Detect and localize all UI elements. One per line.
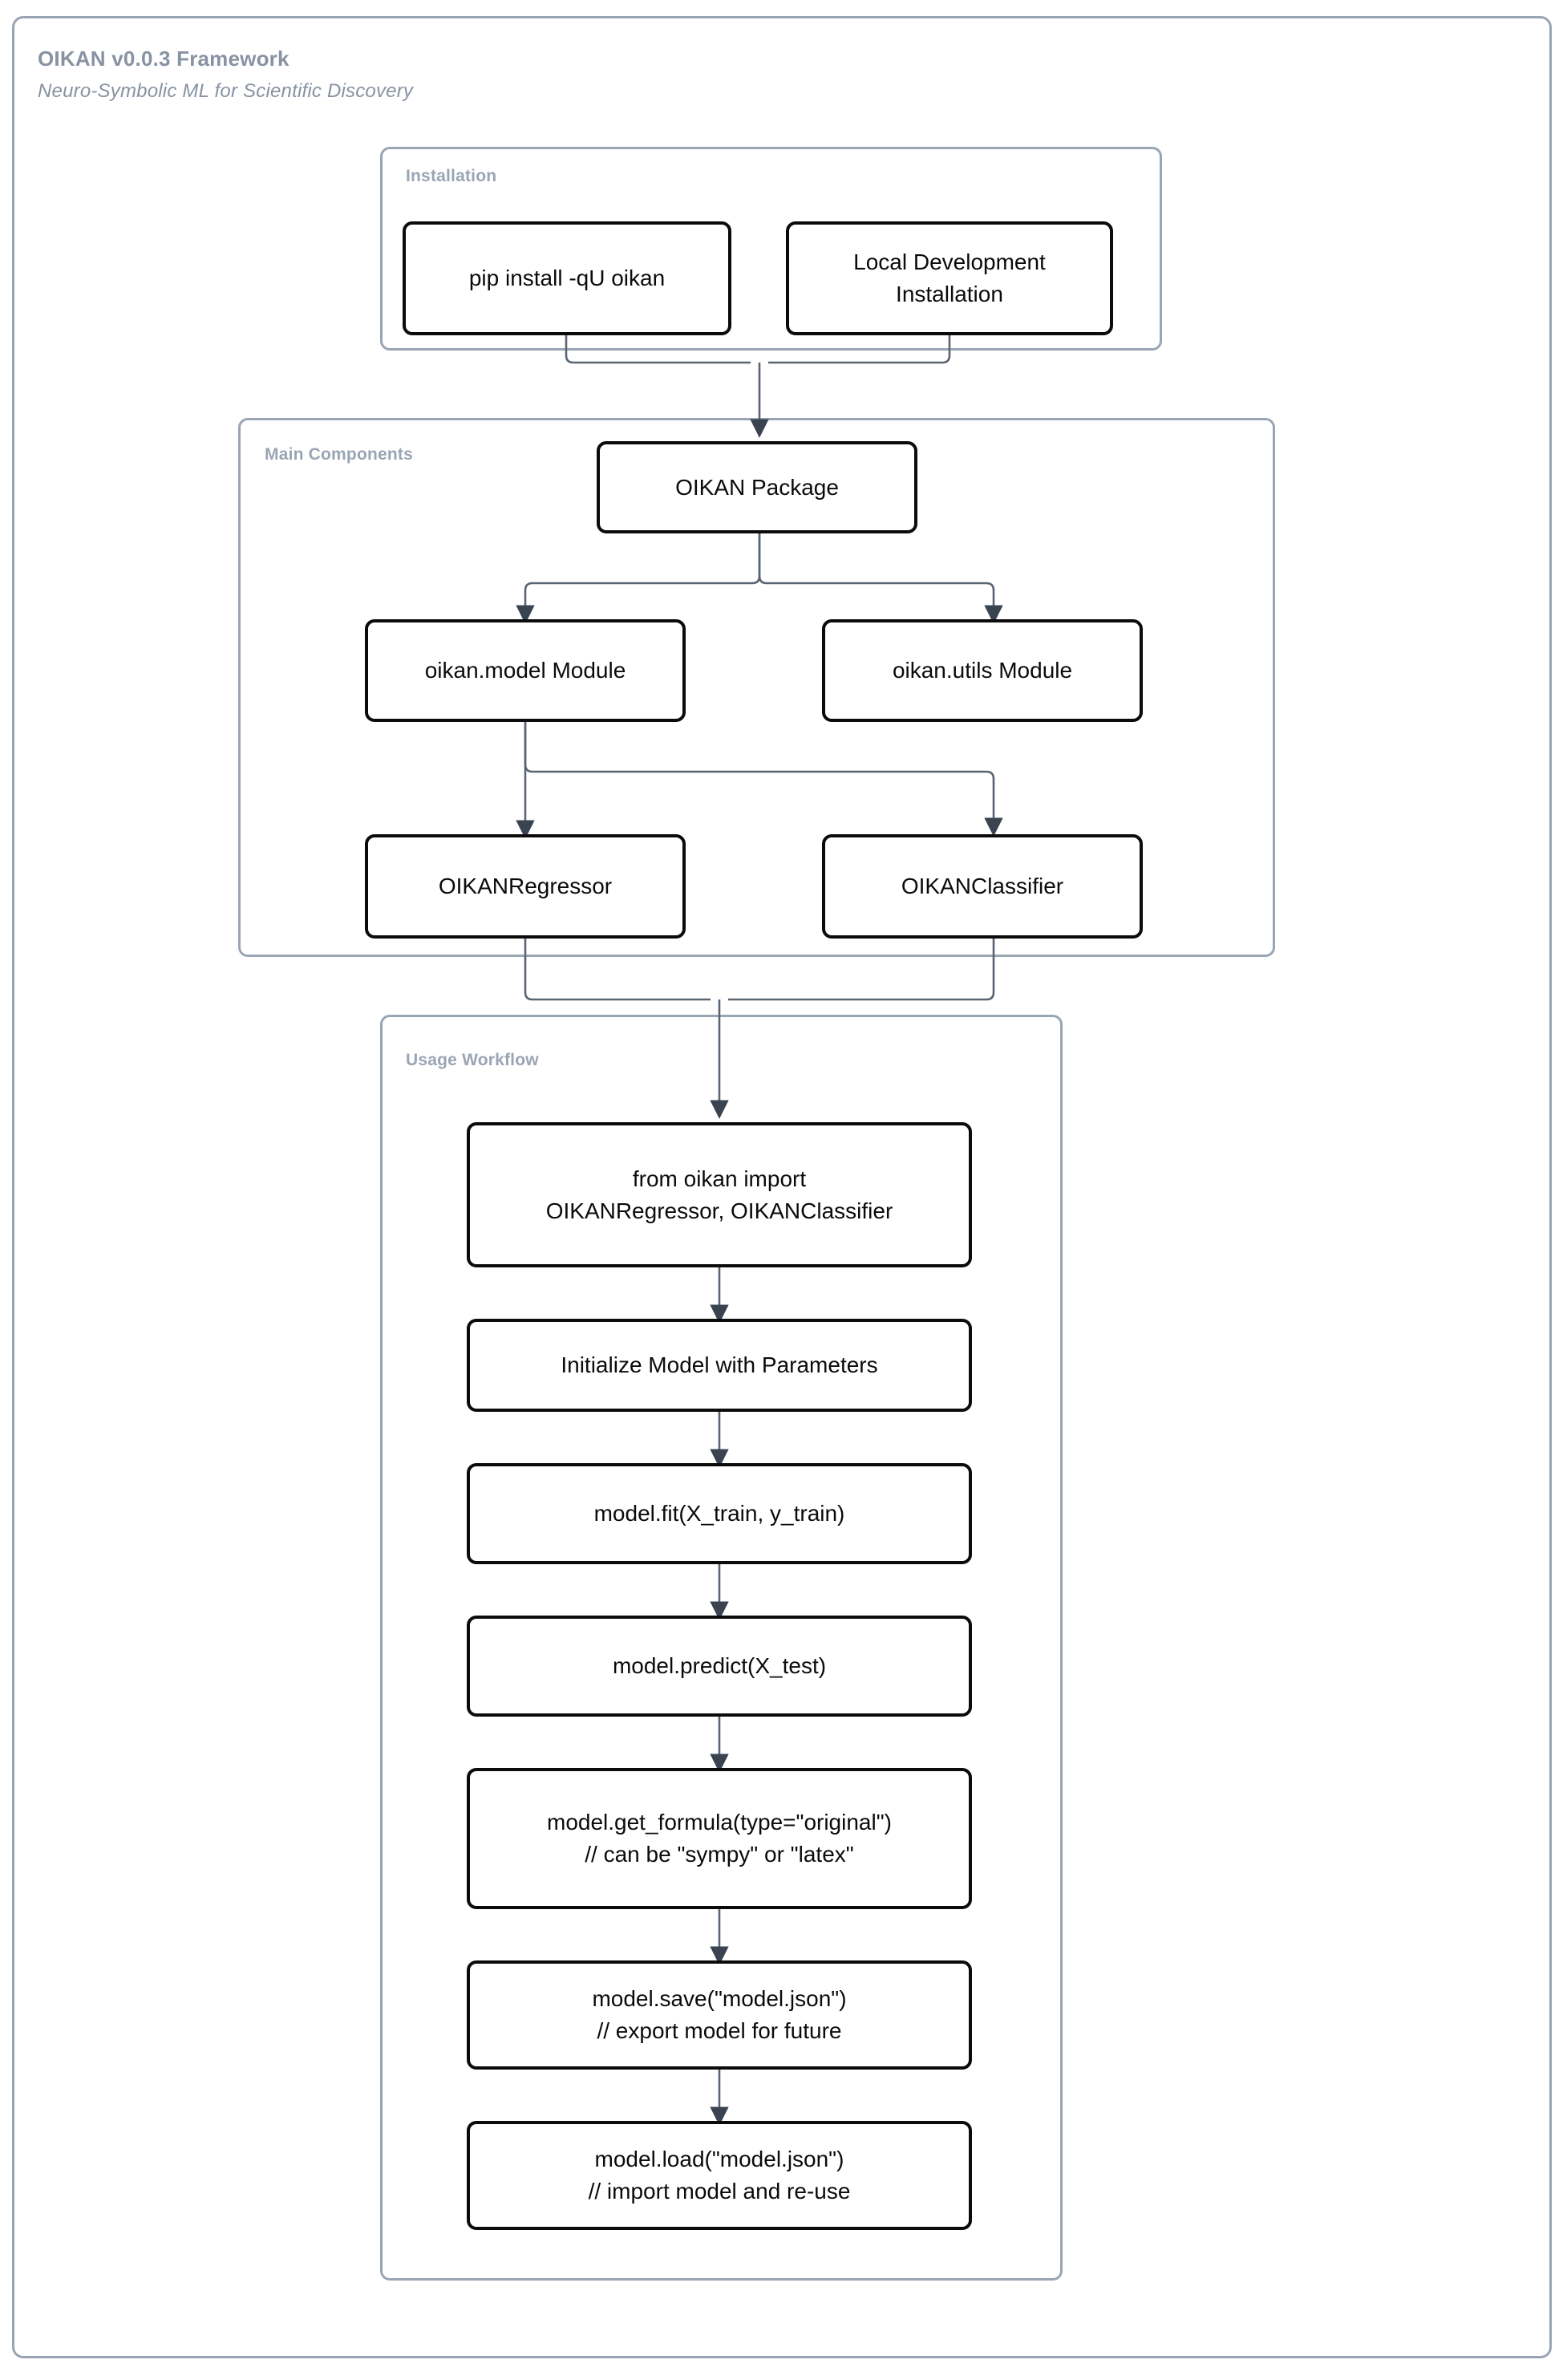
node-oikan-classifier[interactable]: OIKANClassifier <box>822 834 1143 939</box>
node-line: // export model for future <box>597 2018 842 2043</box>
node-line: // import model and re-use <box>588 2179 851 2204</box>
node-model-fit[interactable]: model.fit(X_train, y_train) <box>467 1463 972 1564</box>
node-line: OIKANRegressor <box>438 874 613 899</box>
node-line: OIKANRegressor, OIKANClassifier <box>545 1198 893 1223</box>
node-line: from oikan import <box>632 1166 807 1191</box>
node-initialize-model[interactable]: Initialize Model with Parameters <box>467 1319 972 1412</box>
page-title: OIKAN v0.0.3 Framework <box>38 47 290 71</box>
node-oikan-regressor[interactable]: OIKANRegressor <box>365 834 686 939</box>
node-line: Installation <box>896 282 1003 306</box>
node-model-save[interactable]: model.save("model.json") // export model… <box>467 1960 972 2070</box>
node-line: model.predict(X_test) <box>612 1653 827 1679</box>
node-line: model.get_formula(type="original") <box>547 1810 892 1835</box>
node-local-development-installation[interactable]: Local Development Installation <box>786 221 1113 335</box>
node-line: OIKANClassifier <box>901 874 1064 899</box>
node-line: oikan.model Module <box>424 658 626 683</box>
node-model-load[interactable]: model.load("model.json") // import model… <box>467 2121 972 2230</box>
cluster-installation-label: Installation <box>406 167 497 185</box>
node-line: model.save("model.json") <box>592 1986 847 2012</box>
node-oikan-package[interactable]: OIKAN Package <box>597 441 917 533</box>
page-subtitle: Neuro-Symbolic ML for Scientific Discove… <box>38 80 414 102</box>
node-import-statement[interactable]: from oikan import OIKANRegressor, OIKANC… <box>467 1122 972 1267</box>
node-line: model.load("model.json") <box>594 2147 844 2172</box>
cluster-usage-workflow <box>380 1015 1063 2281</box>
node-line: // can be "sympy" or "latex" <box>585 1842 854 1867</box>
cluster-usage-workflow-label: Usage Workflow <box>406 1051 539 1069</box>
node-line: pip install -qU oikan <box>468 266 666 291</box>
node-line: Initialize Model with Parameters <box>561 1352 878 1378</box>
node-line: oikan.utils Module <box>892 658 1073 683</box>
node-line: model.fit(X_train, y_train) <box>593 1501 845 1527</box>
node-line: Local Development <box>853 249 1046 275</box>
node-oikan-model-module[interactable]: oikan.model Module <box>365 619 686 722</box>
cluster-main-components-label: Main Components <box>265 445 413 464</box>
node-model-predict[interactable]: model.predict(X_test) <box>467 1616 972 1717</box>
node-line: OIKAN Package <box>675 474 839 500</box>
node-model-get-formula[interactable]: model.get_formula(type="original") // ca… <box>467 1768 972 1909</box>
node-oikan-utils-module[interactable]: oikan.utils Module <box>822 619 1143 722</box>
node-pip-install[interactable]: pip install -qU oikan <box>403 221 731 335</box>
